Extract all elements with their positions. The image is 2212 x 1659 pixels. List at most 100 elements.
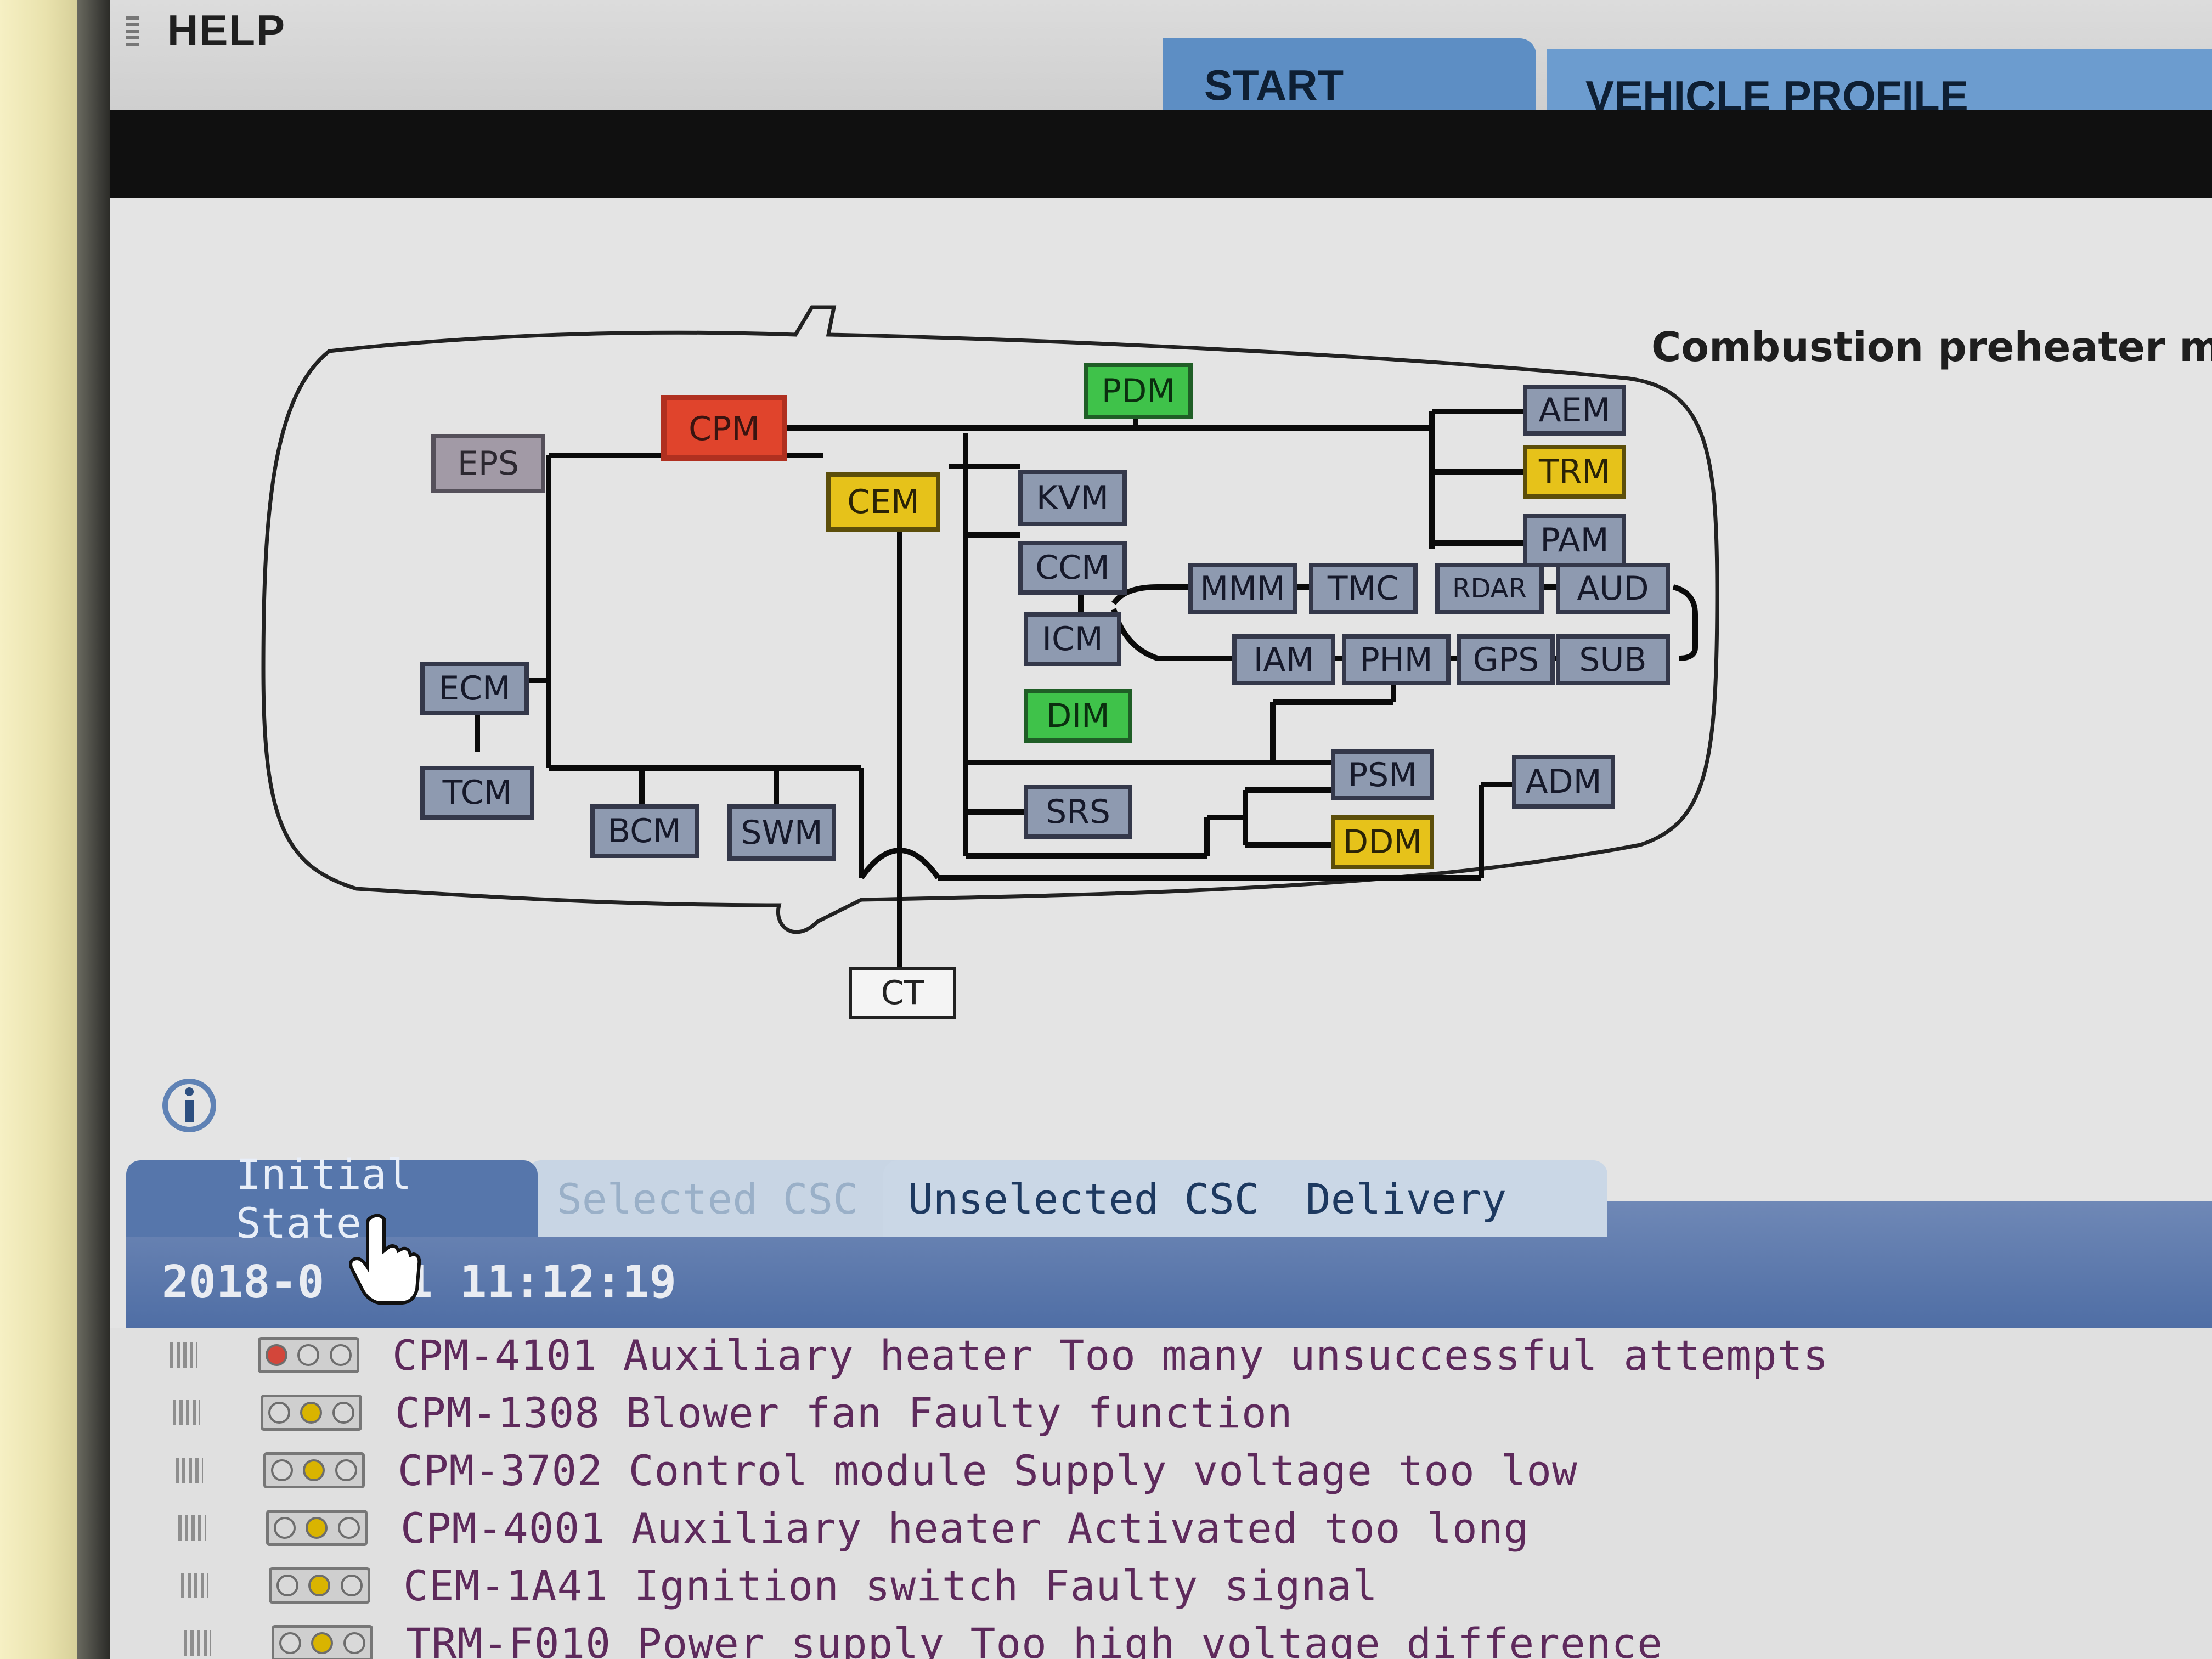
- status-lights-icon: [266, 1510, 368, 1546]
- drag-grip-icon[interactable]: [178, 1515, 206, 1541]
- module-adm[interactable]: ADM: [1512, 755, 1615, 809]
- tab-start-label: START: [1204, 60, 1344, 109]
- module-psm[interactable]: PSM: [1331, 749, 1434, 800]
- svg-text:RDAR: RDAR: [1452, 573, 1527, 604]
- svg-text:CCM: CCM: [1035, 549, 1110, 587]
- svg-text:PDM: PDM: [1102, 372, 1175, 410]
- module-sub[interactable]: SUB: [1556, 634, 1670, 685]
- svg-text:ICM: ICM: [1042, 620, 1103, 658]
- module-gps[interactable]: GPS: [1457, 634, 1555, 685]
- svg-text:TRM: TRM: [1538, 453, 1610, 491]
- module-rdar[interactable]: RDAR: [1435, 563, 1544, 614]
- svg-text:DDM: DDM: [1343, 823, 1422, 861]
- svg-text:PSM: PSM: [1348, 756, 1417, 794]
- svg-text:SRS: SRS: [1046, 793, 1110, 831]
- toolbar-strip: [110, 110, 2212, 198]
- list-item[interactable]: CPM-1308 Blower fan Faulty function: [173, 1385, 1293, 1440]
- svg-text:DIM: DIM: [1046, 697, 1110, 735]
- svg-text:PHM: PHM: [1359, 641, 1432, 679]
- svg-text:MMM: MMM: [1200, 569, 1285, 608]
- list-item[interactable]: CPM-4001 Auxiliary heater Activated too …: [178, 1500, 1529, 1555]
- status-lights-icon: [261, 1395, 362, 1431]
- svg-text:CEM: CEM: [847, 483, 919, 521]
- svg-text:AEM: AEM: [1539, 391, 1611, 430]
- status-lights-icon: [258, 1337, 359, 1373]
- module-cpm[interactable]: CPM: [661, 395, 787, 461]
- module-phm[interactable]: PHM: [1342, 634, 1451, 685]
- module-swm[interactable]: SWM: [727, 804, 836, 861]
- svg-text:TCM: TCM: [442, 774, 512, 812]
- module-aud[interactable]: AUD: [1556, 563, 1670, 614]
- monitor-bezel: [0, 0, 77, 1659]
- list-item[interactable]: CEM-1A41 Ignition switch Faulty signal: [181, 1558, 1378, 1613]
- vehicle-network-diagram: CPM PDM EPS CEM KVM CCM: [261, 305, 1719, 1019]
- tab-unselected-csc-label: Unselected CSC: [908, 1174, 1260, 1223]
- drag-grip-icon[interactable]: [176, 1458, 203, 1483]
- list-item[interactable]: CPM-3702 Control module Supply voltage t…: [176, 1443, 1578, 1498]
- connector-ct[interactable]: CT: [849, 967, 956, 1019]
- svg-text:KVM: KVM: [1036, 479, 1109, 517]
- monitor-bezel-edge: [77, 0, 110, 1659]
- fault-text: CPM-4001 Auxiliary heater Activated too …: [400, 1503, 1530, 1553]
- module-kvm[interactable]: KVM: [1018, 470, 1127, 526]
- module-srs[interactable]: SRS: [1024, 785, 1132, 839]
- module-trm[interactable]: TRM: [1523, 445, 1626, 499]
- svg-text:AUD: AUD: [1577, 569, 1649, 608]
- module-pam[interactable]: PAM: [1523, 514, 1626, 567]
- module-bcm[interactable]: BCM: [590, 804, 699, 858]
- module-ddm[interactable]: DDM: [1331, 815, 1434, 869]
- svg-text:ECM: ECM: [438, 669, 511, 708]
- module-icm[interactable]: ICM: [1024, 612, 1121, 666]
- list-item[interactable]: CPM-4101 Auxiliary heater Too many unsuc…: [170, 1328, 1829, 1383]
- drag-grip-icon[interactable]: [181, 1573, 208, 1598]
- fault-text: CEM-1A41 Ignition switch Faulty signal: [403, 1561, 1378, 1610]
- module-aem[interactable]: AEM: [1523, 385, 1626, 436]
- module-pdm[interactable]: PDM: [1084, 363, 1193, 419]
- module-ccm[interactable]: CCM: [1018, 541, 1127, 595]
- fault-text: TRM-F010 Power supply Too high voltage d…: [406, 1618, 1663, 1659]
- drag-grip-icon[interactable]: [173, 1400, 200, 1425]
- module-dim[interactable]: DIM: [1024, 689, 1132, 743]
- status-lights-icon: [272, 1625, 373, 1659]
- module-iam[interactable]: IAM: [1232, 634, 1335, 685]
- drag-grip-icon[interactable]: [170, 1342, 198, 1368]
- svg-text:ADM: ADM: [1525, 763, 1601, 801]
- fault-code-list: CPM-4101 Auxiliary heater Too many unsuc…: [110, 1328, 2212, 1659]
- status-lights-icon: [263, 1452, 365, 1488]
- status-lights-icon: [269, 1567, 370, 1604]
- tab-initial-state[interactable]: Initial State: [126, 1150, 538, 1248]
- tab-delivery-label: Delivery: [1306, 1174, 1507, 1223]
- tab-selected-csc-label: Selected CSC: [557, 1174, 859, 1223]
- module-description-title: Combustion preheater mo: [1651, 324, 2212, 371]
- svg-text:SWM: SWM: [741, 814, 822, 852]
- svg-text:TMC: TMC: [1327, 569, 1399, 608]
- hand-pointer-icon: [349, 1214, 421, 1305]
- top-bar: HELP START VEHICLE PROFILE: [110, 0, 2212, 143]
- info-icon[interactable]: [159, 1075, 219, 1136]
- help-grip-icon: [126, 16, 139, 49]
- drag-grip-icon[interactable]: [184, 1630, 211, 1656]
- svg-text:CPM: CPM: [689, 410, 760, 448]
- application-window: HELP START VEHICLE PROFILE Combustion pr…: [110, 0, 2212, 1659]
- fault-text: CPM-1308 Blower fan Faulty function: [395, 1388, 1293, 1437]
- module-ecm[interactable]: ECM: [420, 662, 529, 715]
- module-mmm[interactable]: MMM: [1188, 563, 1297, 614]
- module-tcm[interactable]: TCM: [420, 766, 534, 820]
- module-cem[interactable]: CEM: [826, 472, 940, 532]
- help-menu[interactable]: HELP: [167, 6, 286, 54]
- tab-delivery[interactable]: Delivery: [1278, 1160, 1607, 1237]
- module-tmc[interactable]: TMC: [1309, 563, 1418, 614]
- svg-text:EPS: EPS: [458, 444, 519, 483]
- list-item[interactable]: TRM-F010 Power supply Too high voltage d…: [184, 1616, 1663, 1659]
- svg-text:CT: CT: [881, 974, 924, 1012]
- svg-text:BCM: BCM: [608, 812, 681, 850]
- svg-text:GPS: GPS: [1473, 641, 1539, 679]
- svg-text:PAM: PAM: [1540, 521, 1609, 560]
- car-outline: [261, 305, 1719, 934]
- module-eps[interactable]: EPS: [431, 434, 545, 493]
- fault-text: CPM-4101 Auxiliary heater Too many unsuc…: [392, 1330, 1829, 1380]
- svg-text:SUB: SUB: [1579, 641, 1646, 679]
- fault-text: CPM-3702 Control module Supply voltage t…: [398, 1446, 1578, 1495]
- svg-text:IAM: IAM: [1254, 641, 1314, 679]
- tab-initial-state-label: Initial State: [236, 1150, 412, 1248]
